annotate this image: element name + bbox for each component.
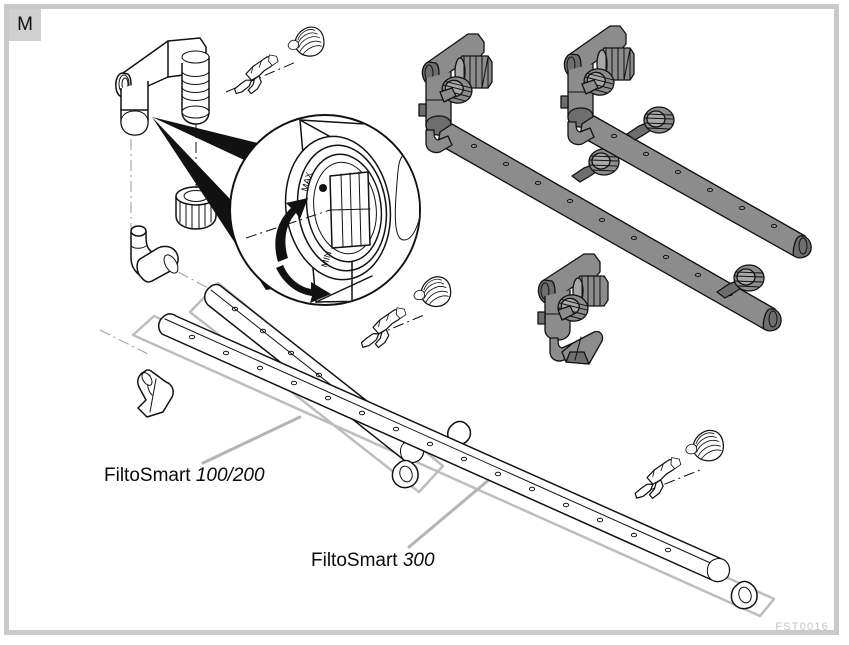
elbow-pipe-fitting bbox=[130, 225, 179, 283]
tee-pipe-fitting bbox=[115, 37, 210, 136]
assembled-manifold-a bbox=[418, 33, 782, 332]
section-tag: M bbox=[9, 9, 41, 41]
hose-clamp-bracket-3 bbox=[630, 455, 686, 502]
label-model: 100/200 bbox=[195, 465, 265, 486]
detail-min-label: MIN bbox=[319, 250, 333, 269]
end-socket-ring-2 bbox=[730, 580, 758, 610]
label-filtosmart-100-200: FiltoSmart 100/200 bbox=[104, 465, 265, 487]
assembled-nozzle-unit bbox=[537, 253, 609, 365]
assembled-manifold-b bbox=[560, 25, 812, 259]
hose-clamp-bracket-2 bbox=[356, 306, 411, 351]
label-brand: FiltoSmart bbox=[311, 550, 398, 571]
leader-line-300 bbox=[407, 471, 499, 549]
label-brand: FiltoSmart bbox=[104, 465, 191, 486]
leader-line-100-200 bbox=[201, 415, 302, 465]
ribbed-end-cap-3 bbox=[682, 427, 727, 466]
spray-bar-300 bbox=[158, 313, 758, 610]
label-filtosmart-300: FiltoSmart 300 bbox=[311, 550, 435, 572]
ribbed-end-cap-2 bbox=[410, 274, 454, 311]
hose-clamp-bracket bbox=[230, 53, 283, 97]
valve-detail-circle: MAX MIN bbox=[152, 114, 421, 306]
fan-spray-nozzle bbox=[137, 369, 174, 418]
label-model: 300 bbox=[402, 550, 435, 571]
knurled-union-nut bbox=[175, 186, 217, 230]
watermark: FST0016 bbox=[775, 621, 829, 633]
end-socket-ring bbox=[391, 459, 419, 489]
ribbed-end-cap bbox=[285, 24, 327, 61]
